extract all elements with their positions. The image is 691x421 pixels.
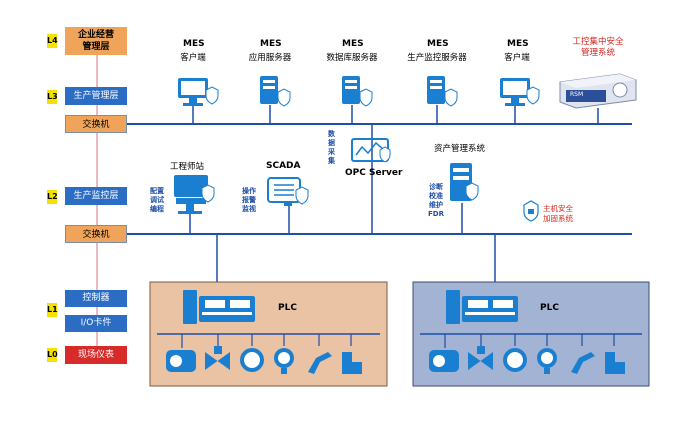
security-appliance-icon xyxy=(559,73,637,109)
level-tag-l1: L1 xyxy=(47,303,58,317)
engineer-station-label: 工程师站 xyxy=(170,162,205,172)
host-security-label: 主机安全 加固系统 xyxy=(543,204,573,223)
scada-label: SCADA xyxy=(266,161,301,171)
mes-db-server-icon xyxy=(342,76,373,107)
node-sub: 应用服务器 xyxy=(248,53,292,63)
mes-monitor-server-icon xyxy=(427,76,458,107)
level-tag-l0: L0 xyxy=(47,348,58,362)
asset-note-line: 诊断 xyxy=(429,183,443,191)
node-title: MES xyxy=(260,39,282,49)
level-production-mgmt: 生产管理层 xyxy=(65,87,127,105)
level-tag-l3: L3 xyxy=(47,90,58,104)
node-sub: 客户端 xyxy=(504,53,530,63)
engineer-station-icon xyxy=(174,175,215,214)
data-collection-label: 数 据 采 集 xyxy=(328,130,335,165)
plc-label-left: PLC xyxy=(278,303,297,313)
level-tag-l4: L4 xyxy=(47,34,58,48)
asset-note-line: 校准 xyxy=(429,192,443,200)
plc-label-right: PLC xyxy=(540,303,559,313)
level-tag-l2: L2 xyxy=(47,190,58,204)
engineer-note: 配置 调试 编程 xyxy=(150,187,164,213)
asset-server-icon xyxy=(450,163,479,201)
field-devices-right xyxy=(429,334,625,374)
level-controller: 控制器 xyxy=(65,290,127,307)
l3-drops xyxy=(189,105,599,282)
opc-server-label: OPC Server xyxy=(345,168,403,178)
node-title: MES xyxy=(342,39,364,49)
switch-l2: 交换机 xyxy=(65,225,127,243)
level-io-card: I/O卡件 xyxy=(65,315,127,332)
mes-app-server-icon xyxy=(260,76,291,107)
level-field-instruments: 现场仪表 xyxy=(65,346,127,364)
asset-note: 诊断 校准 维护 FDR xyxy=(424,183,448,219)
field-devices-left xyxy=(166,334,362,374)
node-sub: 数据库服务器 xyxy=(326,53,378,63)
switch-l3: 交换机 xyxy=(65,115,127,133)
security-device-label: RSM xyxy=(570,91,584,98)
asset-mgmt-label: 资产管理系统 xyxy=(434,144,486,154)
valve-icon xyxy=(205,352,230,370)
plc-hardware-icon-right xyxy=(446,290,518,324)
asset-note-line: 维护 xyxy=(429,201,443,209)
mes-client-2-icon xyxy=(500,78,540,106)
scada-icon xyxy=(267,177,309,206)
node-title: MES xyxy=(427,39,449,49)
level-production-monitor: 生产监控层 xyxy=(65,187,127,205)
node-title: MES xyxy=(507,39,529,49)
node-title: MES xyxy=(183,39,205,49)
robot-arm-icon xyxy=(308,352,332,374)
node-sub: 客户端 xyxy=(180,53,206,63)
security-mgmt-label: 工控集中安全 管理系统 xyxy=(572,37,624,58)
plc-hardware-icon-left xyxy=(183,290,255,324)
opc-server-icon xyxy=(351,138,391,163)
level-enterprise-mgmt: 企业经营 管理层 xyxy=(65,27,127,55)
lock-icon xyxy=(523,200,539,222)
scada-note: 操作 报警 监视 xyxy=(242,187,256,213)
asset-note-line: FDR xyxy=(428,210,444,218)
flow-sensor-icon xyxy=(342,352,362,374)
node-sub: 生产监控服务器 xyxy=(407,53,467,63)
mes-client-1-icon xyxy=(178,78,219,106)
